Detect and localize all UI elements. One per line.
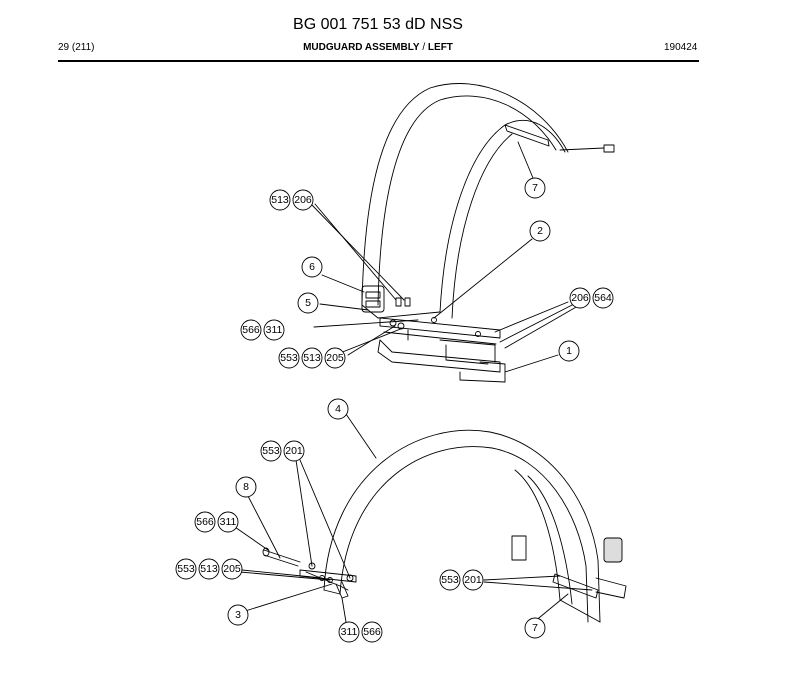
- upper-mudguard-drawing: [361, 83, 615, 383]
- callout-206-right: 206: [571, 292, 589, 304]
- callout-bubbles: [175, 177, 614, 643]
- callout-311-lower: 311: [220, 516, 237, 528]
- callout-205-upper: 205: [326, 352, 344, 364]
- lower-leader-lines: [231, 413, 593, 623]
- callout-8: 8: [243, 481, 249, 493]
- callout-553-upper: 553: [280, 352, 298, 364]
- callout-311-upper: 311: [266, 324, 283, 336]
- upper-leader-lines: [310, 141, 579, 373]
- document-date: 190424: [664, 42, 698, 53]
- callout-513-upper: 513: [271, 194, 289, 206]
- callout-2: 2: [537, 225, 543, 237]
- callout-553-lower-b: 553: [177, 563, 195, 575]
- callout-6: 6: [309, 261, 315, 273]
- callout-553-rear: 553: [441, 574, 459, 586]
- callout-206-upper: 206: [294, 194, 312, 206]
- callout-311-bottom: 311: [341, 626, 358, 638]
- lower-mudguard-drawing: [262, 429, 627, 623]
- callout-3: 3: [235, 609, 241, 621]
- header-rule: [58, 60, 699, 62]
- callout-201-rear: 201: [464, 574, 482, 586]
- section-title: MUDGUARD ASSEMBLY / LEFT: [0, 42, 756, 53]
- callout-553-lower: 553: [262, 445, 280, 457]
- callout-1: 1: [566, 345, 572, 357]
- section-title-main: MUDGUARD ASSEMBLY: [303, 42, 420, 53]
- callout-201-lower: 201: [285, 445, 303, 457]
- callout-7-lower: 7: [532, 622, 538, 634]
- callout-566-lower: 566: [196, 516, 214, 528]
- callout-7-upper: 7: [532, 182, 538, 194]
- callout-205-lower: 205: [223, 563, 241, 575]
- page-info: 29 (211): [58, 42, 95, 53]
- callout-4: 4: [335, 403, 341, 415]
- callout-5: 5: [305, 297, 311, 309]
- callout-566-bottom: 566: [363, 626, 381, 638]
- callout-513-lower: 513: [200, 563, 218, 575]
- document-title: BG 001 751 53 dD NSS: [293, 16, 463, 33]
- callout-513-upper-b: 513: [303, 352, 321, 364]
- section-title-side: LEFT: [427, 42, 453, 53]
- callout-564-right: 564: [594, 292, 612, 304]
- callout-labels: 7 2 6 5 1 4 8 3 7 513 206 566 311 553 51…: [177, 182, 612, 638]
- section-title-separator: /: [419, 42, 428, 53]
- callout-566-upper: 566: [242, 324, 260, 336]
